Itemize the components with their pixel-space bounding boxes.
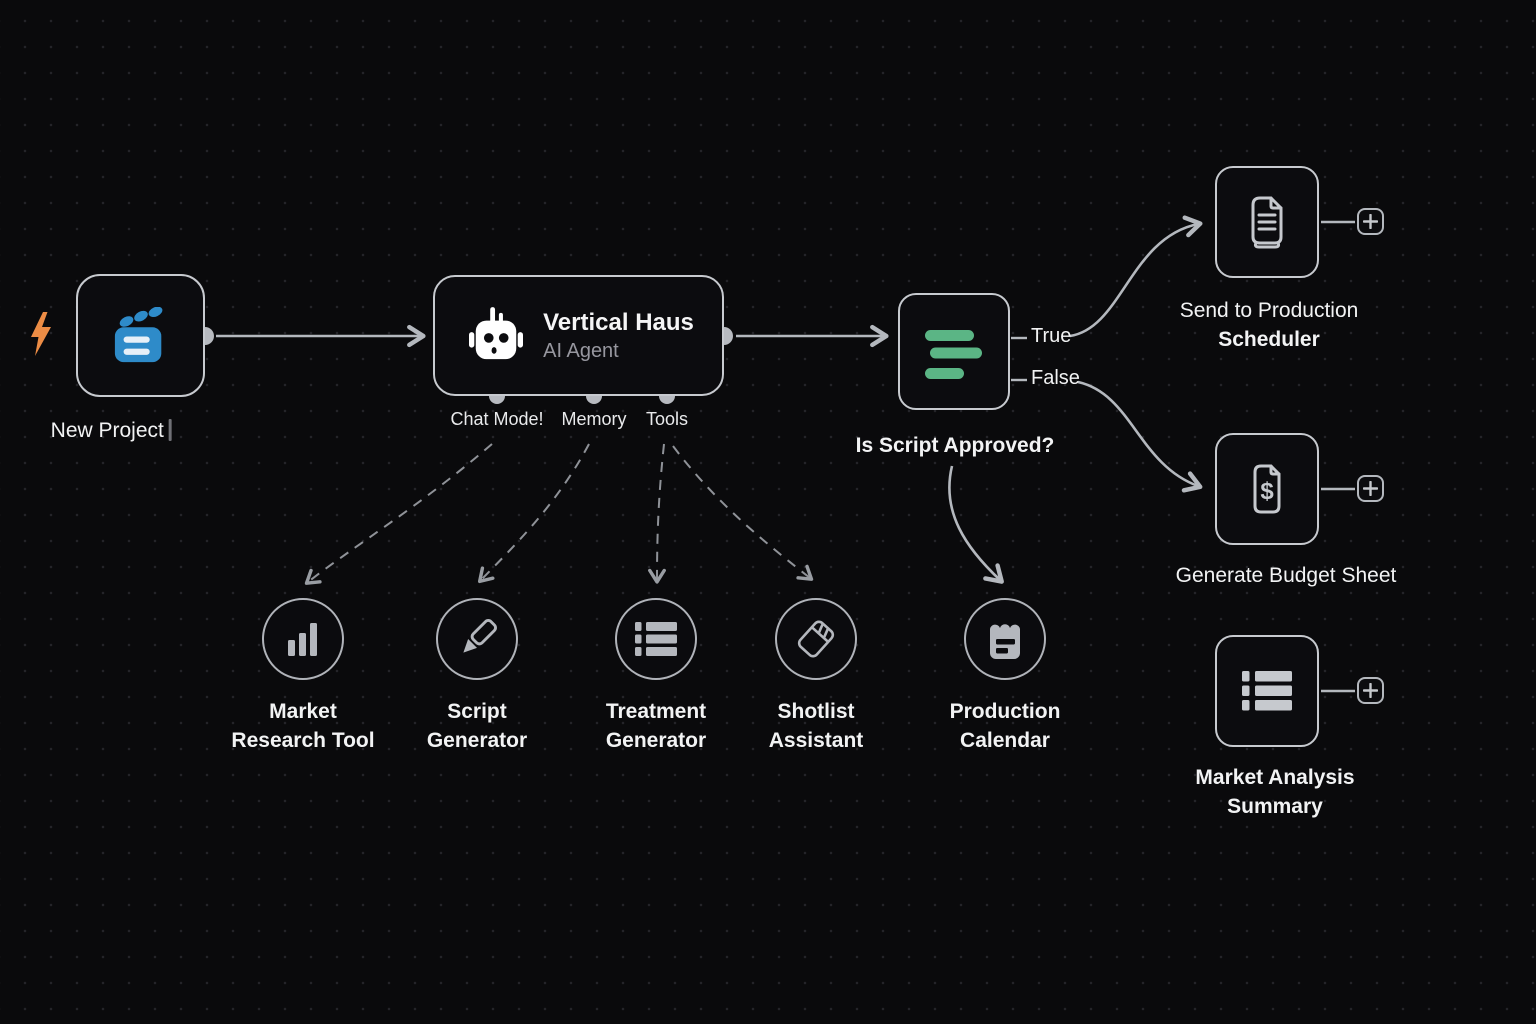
shotlist-assistant-label: Shotlist Assistant (769, 697, 864, 755)
plus-icon (1363, 683, 1378, 698)
script-generator-node[interactable] (436, 598, 518, 680)
plus-icon (1363, 214, 1378, 229)
label-line: Scheduler (1218, 328, 1320, 351)
send-to-production-scheduler-node[interactable] (1215, 166, 1319, 278)
treatment-generator-label: Treatment Generator (606, 697, 706, 755)
production-calendar-node[interactable] (964, 598, 1046, 680)
connection-tools-treatment-generator (648, 443, 666, 584)
script-generator-label: Script Generator (427, 697, 527, 755)
generate-budget-sheet-label: Generate Budget Sheet (1176, 561, 1397, 590)
clapperboard-small-icon (797, 620, 835, 658)
agent-subtitle: AI Agent (543, 339, 619, 362)
label-line: Calendar (960, 729, 1050, 752)
add-node-button-summary[interactable] (1357, 677, 1384, 704)
label-line: Generator (426, 729, 528, 752)
port-label-tools: Tools (645, 409, 689, 429)
list-icon (1242, 671, 1292, 711)
add-node-button-budget[interactable] (1357, 475, 1384, 502)
new-project-label: New Project (51, 416, 172, 445)
label-line: Send to Production (1179, 299, 1359, 322)
label-line: Research Tool (231, 729, 375, 752)
dollar-document-icon: $ (1253, 464, 1281, 514)
label-line: Assistant (768, 729, 864, 752)
label-line: Market Analysis (1195, 766, 1355, 789)
label-line: Market (269, 700, 337, 723)
calendar-icon (990, 624, 1020, 659)
is-script-approved-label: Is Script Approved? (855, 434, 1055, 457)
true-branch-label: True (1031, 325, 1072, 347)
agent-title: Vertical Haus (543, 308, 694, 336)
clapperboard-icon (114, 306, 162, 362)
connection-chatmodel-market-research (304, 443, 493, 585)
connection-memory-script-generator (477, 443, 590, 584)
ai-agent-node[interactable]: Vertical Haus AI Agent (433, 275, 724, 396)
plus-icon (1363, 481, 1378, 496)
generate-budget-sheet-node[interactable]: $ (1215, 433, 1319, 545)
pen-icon (463, 619, 497, 653)
text-cursor (168, 419, 172, 441)
label-line: Production (949, 700, 1061, 723)
label-line: Generate Budget Sheet (1175, 564, 1397, 587)
port-label-memory: Memory (561, 409, 627, 429)
production-calendar-label: Production Calendar (950, 697, 1061, 755)
robot-icon (469, 306, 524, 359)
agent-text: Vertical Haus AI Agent (543, 308, 694, 364)
treatment-generator-node[interactable] (615, 598, 697, 680)
market-analysis-summary-node[interactable] (1215, 635, 1319, 747)
list-icon (635, 622, 677, 656)
connection-tools-shotlist-assistant (672, 445, 814, 581)
document-icon (1251, 196, 1283, 249)
label-line: Script (447, 700, 507, 723)
lightning-icon (31, 312, 51, 356)
is-script-approved-node[interactable] (898, 293, 1010, 410)
market-research-tool-node[interactable] (262, 598, 344, 680)
label-line: Generator (605, 729, 707, 752)
label-line: Summary (1227, 795, 1323, 818)
bar-chart-icon (288, 623, 317, 656)
port-label-chat-model: Chat Mode! (450, 409, 544, 429)
add-node-button-scheduler[interactable] (1357, 208, 1384, 235)
svg-text:$: $ (1260, 478, 1274, 505)
connection-condition-calendar (948, 465, 1004, 584)
shotlist-assistant-node[interactable] (775, 598, 857, 680)
filter-lines-icon (924, 329, 982, 379)
market-analysis-summary-label: Market Analysis Summary (1195, 763, 1354, 821)
connection-false-budget (1077, 380, 1203, 493)
market-research-tool-label: Market Research Tool (231, 697, 374, 755)
false-branch-label: False (1031, 367, 1080, 389)
send-to-production-scheduler-label: Send to Production Scheduler (1180, 296, 1359, 354)
label-line: Shotlist (777, 700, 855, 723)
label-line: Treatment (605, 700, 707, 723)
new-project-node[interactable] (76, 274, 205, 397)
new-project-label-text: New Project (50, 419, 164, 442)
